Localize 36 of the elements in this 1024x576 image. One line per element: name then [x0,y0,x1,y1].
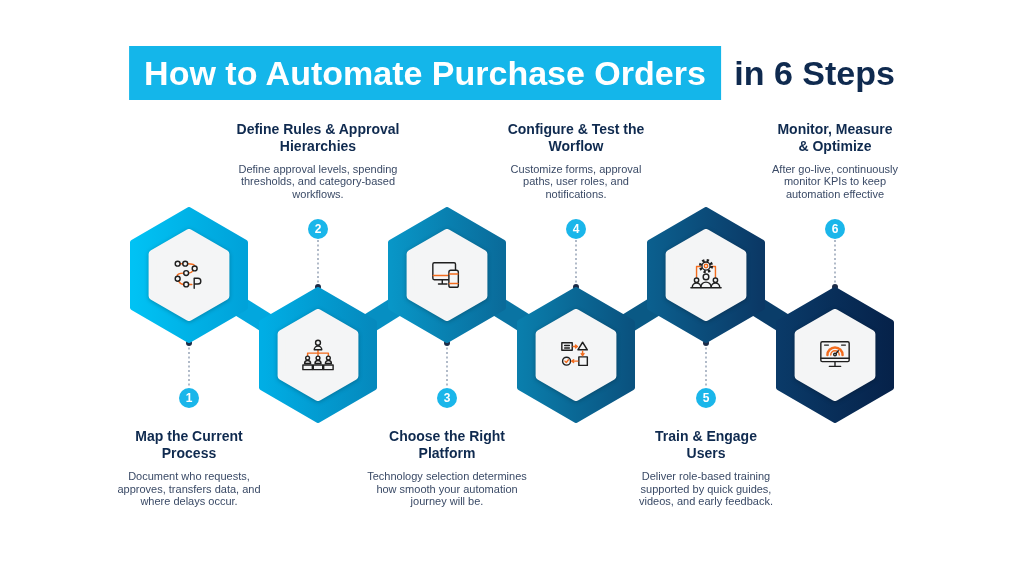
step-description: Technology selection determines how smooth your automation journey will be. [366,470,528,508]
step-heading: Map the Current Process [134,428,244,462]
step-number: 1 [179,388,199,408]
leader-line [703,340,709,389]
connector-band [752,299,789,331]
step-hexagon [259,287,377,423]
leader-line [573,238,579,290]
step-hexagon [388,207,506,343]
leader-line [444,340,450,389]
step-number: 5 [696,388,716,408]
connector-band [493,299,530,331]
step-hexagon [647,207,765,343]
leader-line [832,238,838,290]
step-heading: Define Rules & Approval Hierarchies [235,120,401,155]
step-description: Deliver role-based training supported by quick guides, videos, and early feedback. [638,470,774,508]
step-heading: Configure & Test the Worflow [506,120,646,155]
step-description: After go-live, continuously monitor KPIs to keep automation effective [771,162,899,200]
step-number: 2 [308,219,328,239]
connector-band [622,299,660,331]
step-description: Document who requests, approves, transfers data, and where delays occur. [116,470,262,508]
step-description: Define approval levels, spending thresholds, and category-based workflows. [237,162,399,200]
connector-band [235,299,272,331]
step-heading: Train & Engage Users [654,428,758,462]
connector-band [364,299,401,331]
step-hexagon [517,287,635,423]
leader-line [186,340,192,389]
step-hexagon [776,287,894,423]
step-number: 6 [825,219,845,239]
step-description: Customize forms, approval paths, user roles, and notifications. [509,162,643,200]
leader-line [315,238,321,290]
title-heading: How to Automate Purchase Orders in 6 Steps [129,43,895,103]
step-number: 3 [437,388,457,408]
step-heading: Choose the Right Platform [388,428,506,462]
step-number: 4 [566,219,586,239]
step-heading: Monitor, Measure & Optimize [776,120,894,155]
step-hexagon [130,207,248,343]
